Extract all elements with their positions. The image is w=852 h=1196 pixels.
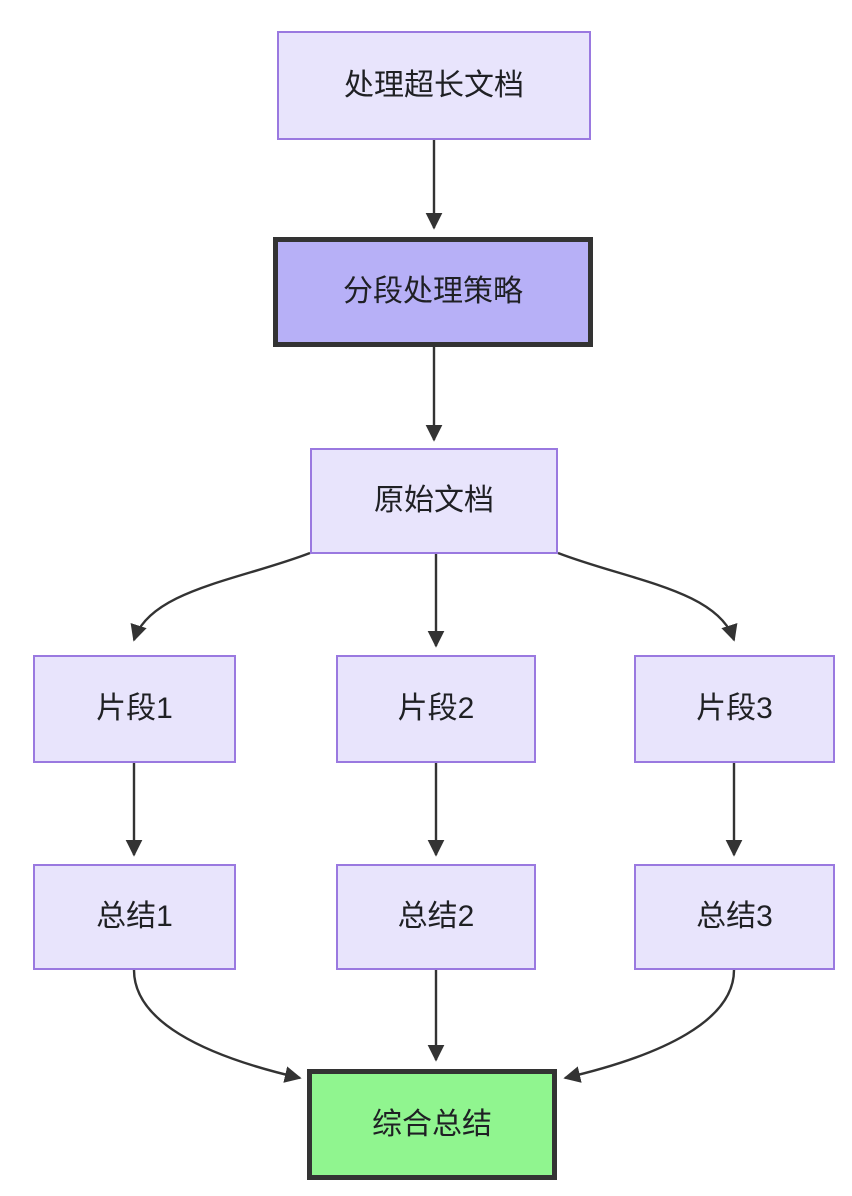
node-final-summary[interactable]: 综合总结 <box>307 1069 557 1180</box>
node-label: 总结3 <box>696 900 773 933</box>
node-label: 综合总结 <box>372 1107 492 1141</box>
node-original-document[interactable]: 原始文档 <box>310 448 558 554</box>
node-label: 处理超长文档 <box>344 68 524 102</box>
node-process-long-document[interactable]: 处理超长文档 <box>277 31 591 140</box>
node-summary-2[interactable]: 总结2 <box>336 864 536 970</box>
node-label: 总结2 <box>397 900 475 933</box>
node-label: 片段2 <box>397 692 475 725</box>
node-label: 原始文档 <box>374 484 494 517</box>
node-summary-3[interactable]: 总结3 <box>634 864 835 970</box>
node-chunking-strategy[interactable]: 分段处理策略 <box>273 237 593 347</box>
node-fragment-2[interactable]: 片段2 <box>336 655 536 763</box>
edge-n3-n4 <box>130 551 311 642</box>
node-label: 片段3 <box>696 692 773 725</box>
node-label: 分段处理策略 <box>343 275 523 308</box>
node-summary-1[interactable]: 总结1 <box>33 864 236 970</box>
edge-n9-n10 <box>563 969 736 1083</box>
node-fragment-3[interactable]: 片段3 <box>634 655 835 763</box>
edge-n3-n6 <box>557 551 738 642</box>
edge-n7-n10 <box>132 969 302 1083</box>
node-label: 总结1 <box>96 900 173 933</box>
node-label: 片段1 <box>96 692 173 725</box>
node-fragment-1[interactable]: 片段1 <box>33 655 236 763</box>
